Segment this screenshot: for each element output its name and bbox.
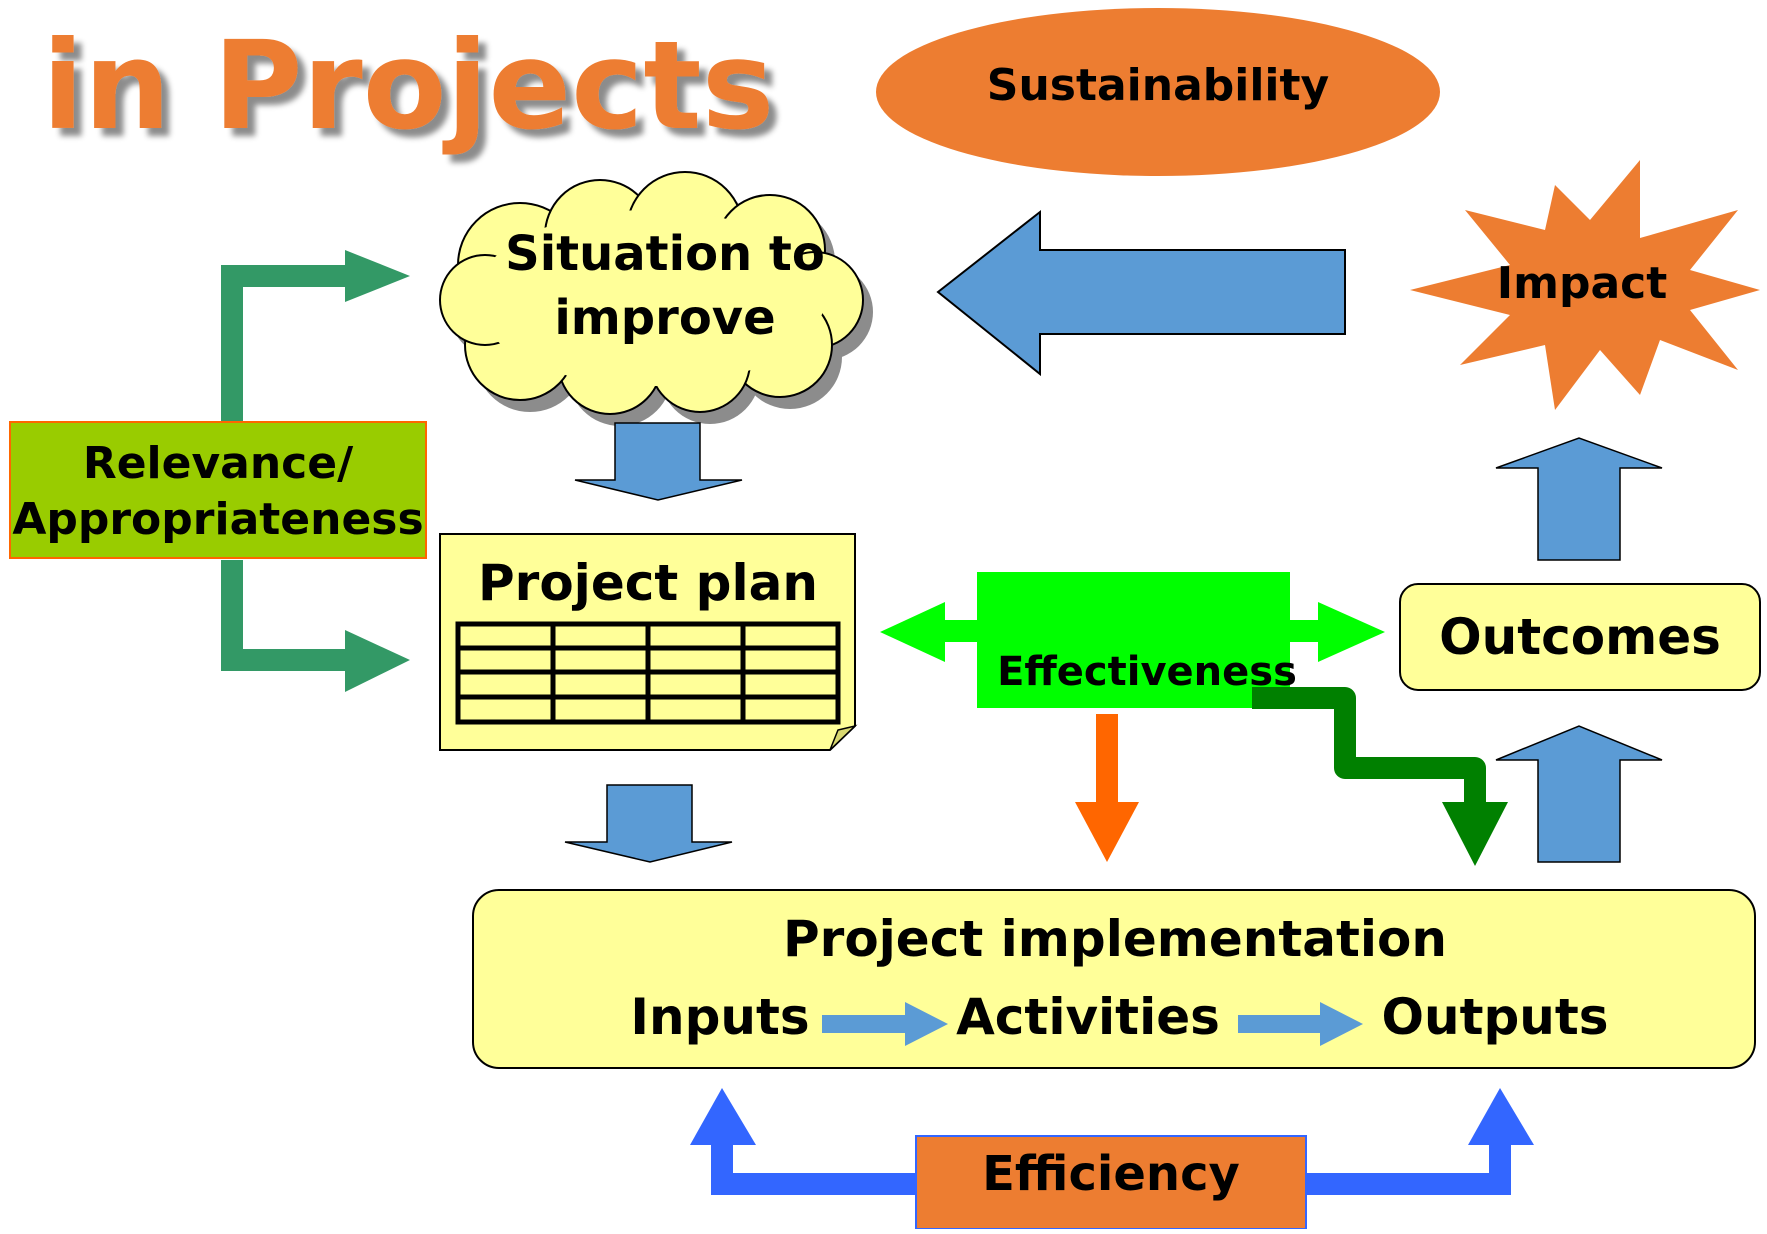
project-plan-label: Project plan <box>478 554 818 612</box>
inputs-to-activities-arrow <box>822 1002 948 1046</box>
relevance-bracket-arrows <box>221 250 410 692</box>
up-arrow-to-impact <box>1495 437 1663 561</box>
situation-label-line1: Situation to <box>505 226 825 282</box>
slide-title: in Projects <box>42 15 774 157</box>
inputs-label: Inputs <box>630 988 809 1046</box>
effectiveness-box <box>977 572 1290 708</box>
effectiveness-to-outputs-arrow <box>1252 687 1508 866</box>
sustainability-ellipse <box>876 8 1440 176</box>
efficiency-label: Efficiency <box>982 1146 1240 1202</box>
down-arrow-to-implementation <box>564 784 733 863</box>
relevance-label-line1: Relevance/ <box>83 438 354 489</box>
feedback-left-arrow <box>936 209 1346 377</box>
plan-table-icon <box>455 621 841 725</box>
relevance-box <box>9 421 427 559</box>
outcomes-label: Outcomes <box>1439 608 1721 666</box>
project-implementation-box <box>472 889 1756 1069</box>
efficiency-bracket-arrows <box>690 1088 1534 1195</box>
activities-to-outputs-arrow <box>1238 1002 1363 1046</box>
sustainability-label: Sustainability <box>987 60 1329 111</box>
efficiency-box <box>915 1135 1307 1230</box>
up-arrow-to-outcomes <box>1495 725 1663 863</box>
impact-starburst <box>1410 160 1760 410</box>
outputs-label: Outputs <box>1381 988 1608 1046</box>
project-plan-document <box>439 533 858 751</box>
situation-label-line2: improve <box>554 290 775 346</box>
effectiveness-to-implementation-arrow <box>1075 714 1139 862</box>
project-implementation-label: Project implementation <box>783 910 1447 968</box>
outcomes-box <box>1399 583 1761 691</box>
situation-cloud <box>439 171 873 426</box>
effectiveness-label: Effectiveness <box>997 649 1297 695</box>
impact-label: Impact <box>1497 258 1668 309</box>
relevance-label-line2: Appropriateness <box>12 494 423 545</box>
down-arrow-to-plan <box>574 422 743 501</box>
activities-label: Activities <box>956 988 1220 1046</box>
